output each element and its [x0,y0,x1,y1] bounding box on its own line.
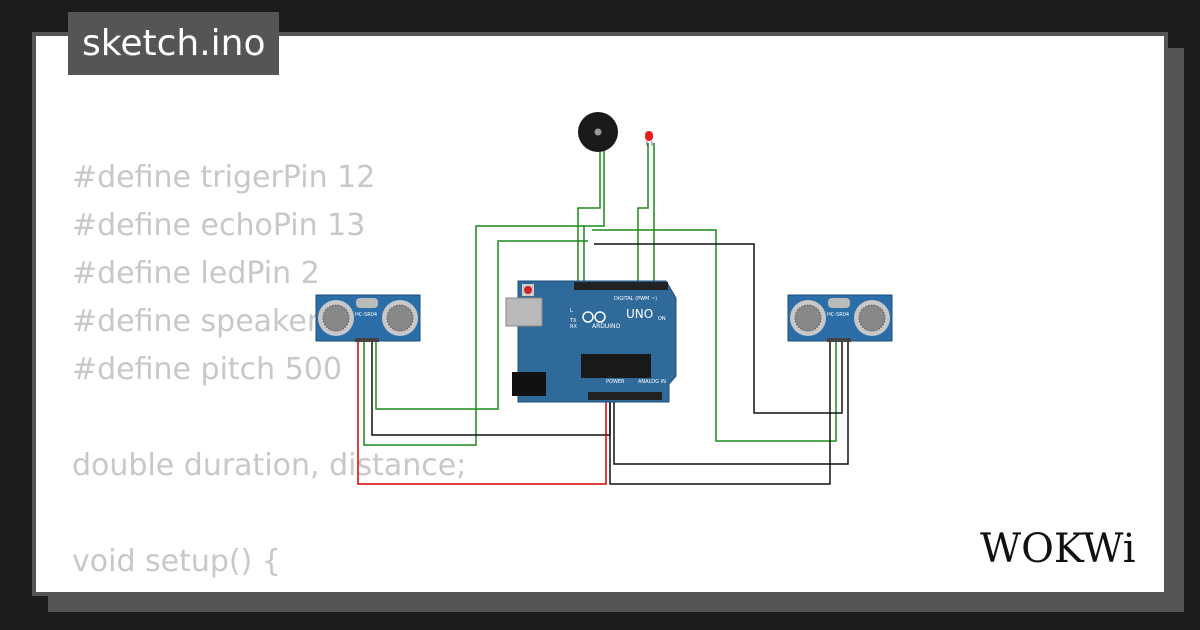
arduino-label: ARDUINO [592,323,621,330]
wire-green [363,225,584,446]
wire-black [609,341,831,485]
tx-label: TX [569,318,577,324]
wire-green [583,149,605,282]
code-line: void setup() { [72,544,281,579]
preview-card[interactable]: #define trigerPin 12 #define echoPin 13 #d… [32,32,1168,596]
code-line: #define echoPin 13 [72,208,366,243]
sensor-label-left: HC-SR04 [355,312,377,318]
wire-green [375,240,588,410]
power-jack [512,372,546,396]
ultrasonic-sensor-left[interactable]: HC-SR04 [315,294,421,342]
code-line: #define pitch 500 [72,352,342,387]
wokwi-logo: WOKWi [980,526,1136,572]
digital-header [574,282,668,290]
code-line: #define trigerPin 12 [72,160,376,195]
infinity-logo [594,311,606,323]
code-line: #define ledPin 2 [72,256,320,291]
l-label: L [570,308,573,314]
wire-black [594,243,843,414]
code-background: #define trigerPin 12 #define echoPin 13 #d… [72,154,540,592]
wire-green [637,143,649,282]
wire-red [357,341,607,485]
power-analog-header [588,392,662,400]
wire-black [613,341,849,465]
buzzer[interactable] [578,112,618,152]
led[interactable] [645,131,653,146]
code-line: double duration, distance; [72,448,467,483]
on-label: ON [658,316,666,322]
uno-label: UNO [626,307,653,321]
ultrasonic-sensor-right[interactable]: HC-SR04 [787,294,893,342]
wire-green [577,149,601,282]
infinity-logo [582,311,594,323]
sensor-label-right: HC-SR04 [827,312,849,318]
wokwi-logo-text: WOKWi [980,526,1136,572]
wires [357,143,849,485]
analog-label: ANALOG IN [638,379,666,385]
power-label: POWER [606,379,625,385]
usb-port [505,297,543,327]
wire-green [592,229,837,442]
sketch-title: sketch.ino [68,12,280,75]
rx-label: RX [570,324,577,330]
digital-label: DIGITAL (PWM ~) [614,296,657,302]
arduino-uno-board[interactable]: DIGITAL (PWM ~) UNO ARDUINO POWER ANALOG… [505,280,677,403]
chip [581,354,651,378]
circuit-diagram: DIGITAL (PWM ~) UNO ARDUINO POWER ANALOG… [315,112,893,485]
code-line: #define speakerPin 3 [72,304,393,339]
